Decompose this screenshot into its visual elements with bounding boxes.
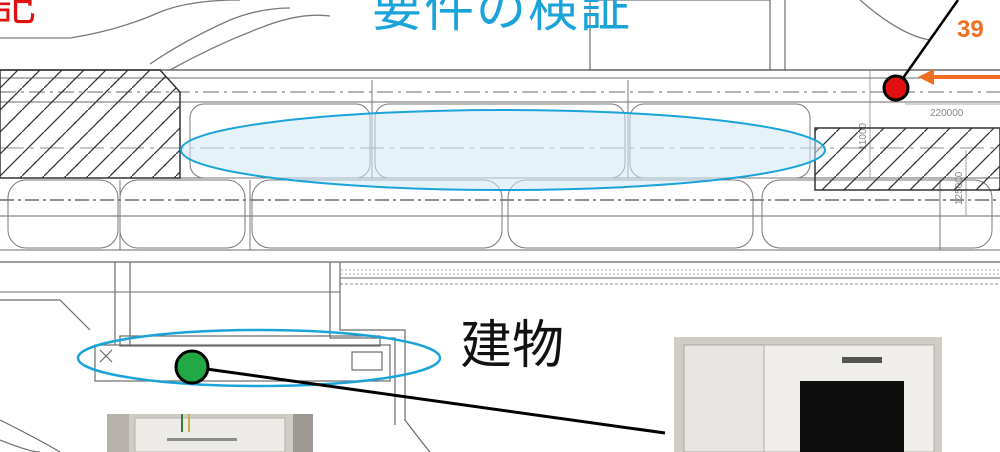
building-label: 建物 bbox=[460, 316, 565, 376]
left-arrow-icon bbox=[918, 69, 1000, 85]
equipment-panel-photo bbox=[107, 414, 313, 452]
slide-title: 要件の検証 bbox=[372, 0, 632, 38]
green-circle-marker bbox=[174, 349, 210, 385]
callout-line-red bbox=[894, 0, 960, 89]
hatched-zone-right bbox=[814, 127, 1000, 191]
red-circle-marker bbox=[882, 74, 910, 102]
fence-strip bbox=[340, 268, 1000, 277]
corner-text: 記 bbox=[0, 0, 36, 31]
hatched-zone-left bbox=[0, 69, 181, 179]
highlight-ellipse-runway bbox=[180, 109, 826, 191]
equipment-cabinet-photo bbox=[674, 337, 942, 452]
taxiway-bays bbox=[7, 80, 993, 250]
highlight-ellipse-building bbox=[76, 328, 442, 388]
callout-line-green bbox=[191, 365, 666, 435]
callout-number-label: 39 bbox=[957, 16, 984, 43]
dimension-label-top-right: 220000 bbox=[930, 108, 964, 119]
building-area-outline bbox=[0, 262, 431, 452]
